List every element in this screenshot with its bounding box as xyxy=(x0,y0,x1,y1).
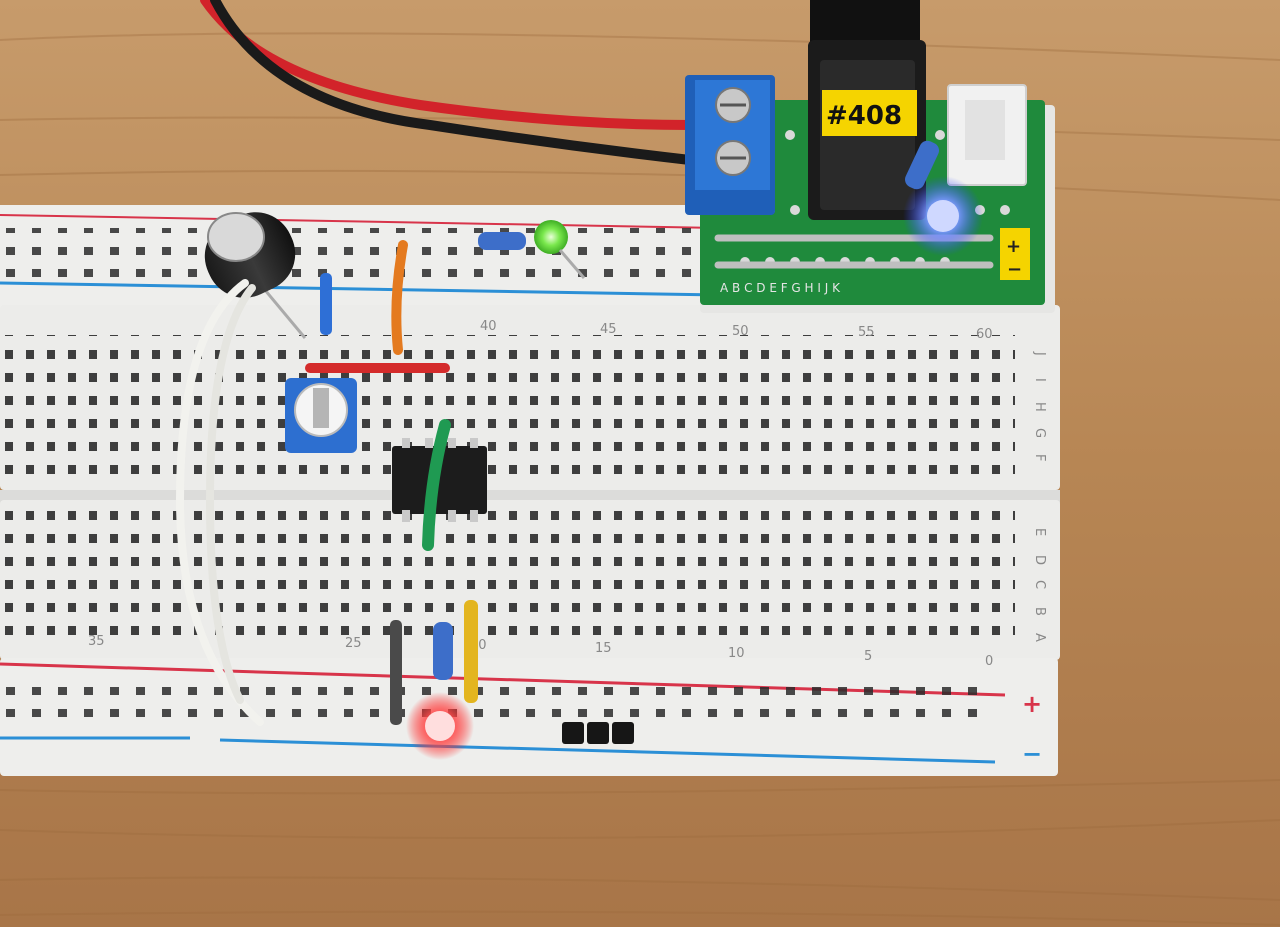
white-jumper-wire-2 xyxy=(205,284,256,704)
main-breadboard xyxy=(0,305,1060,660)
col-number-10: 10 xyxy=(728,646,745,661)
header-pins xyxy=(562,722,634,744)
col-number-0: 0 xyxy=(985,654,993,669)
module-resistor xyxy=(905,140,939,190)
trim-potentiometer xyxy=(285,378,357,453)
row-letter-h: H xyxy=(1032,402,1047,412)
row-letter-f: F xyxy=(1032,454,1047,461)
row-letter-i: I xyxy=(1032,378,1047,382)
rail-minus-sign: − xyxy=(1022,740,1042,768)
electrolytic-capacitor xyxy=(204,212,307,339)
screw-terminal xyxy=(685,75,775,215)
green-jumper-wire xyxy=(422,419,451,551)
col-number-5: 5 xyxy=(864,649,872,664)
bottom-power-rail xyxy=(0,658,1058,776)
module-minus-sign: − xyxy=(1007,259,1022,280)
black-power-wire xyxy=(210,0,695,165)
blue-power-led xyxy=(927,200,959,232)
blue-jumper-wire xyxy=(320,273,332,335)
grey-jumper-wire xyxy=(390,620,402,725)
col-number-40: 40 xyxy=(480,319,497,334)
red-led-resistor xyxy=(433,622,453,680)
module-row-letters: A B C D E F G H I J K xyxy=(720,281,841,295)
barrel-jack: #408 xyxy=(808,0,926,220)
row-letter-d: D xyxy=(1032,555,1047,565)
col-number-15: 15 xyxy=(595,641,612,656)
col-number-25: 25 xyxy=(345,636,362,651)
col-number-45: 45 xyxy=(600,322,617,337)
row-letter-g: G xyxy=(1032,428,1047,438)
red-indicator-led xyxy=(425,711,455,741)
green-led-resistor xyxy=(478,232,526,250)
col-number-35: 35 xyxy=(88,634,105,649)
row-letter-j: J xyxy=(1032,351,1047,356)
row-letter-b: B xyxy=(1032,607,1047,616)
module-tag-label: #408 xyxy=(826,101,902,131)
rail-plus-sign: + xyxy=(1022,690,1042,718)
col-number-60: 60 xyxy=(976,327,993,342)
col-number-50: 50 xyxy=(732,324,749,339)
row-letter-a: A xyxy=(1032,633,1047,642)
top-power-rail xyxy=(0,205,721,315)
col-number-55: 55 xyxy=(858,325,875,340)
orange-jumper-wire xyxy=(391,240,408,355)
white-jumper-wire-1 xyxy=(175,279,264,726)
yellow-jumper-wire xyxy=(464,600,478,703)
row-letter-e: E xyxy=(1032,528,1047,536)
module-plus-sign: + xyxy=(1006,236,1021,257)
row-letter-c: C xyxy=(1032,580,1047,589)
green-indicator-led xyxy=(534,220,568,254)
